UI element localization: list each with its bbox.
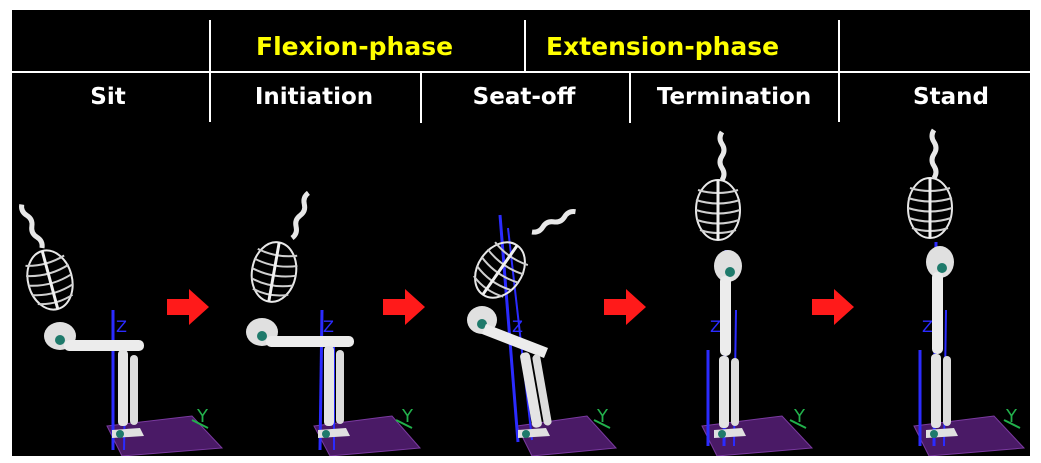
right-arrow-icon: [812, 289, 854, 325]
svg-text:Y: Y: [401, 406, 414, 427]
diagram-panel: Flexion-phase Extension-phase Sit Initia…: [12, 10, 1030, 456]
svg-text:Z: Z: [922, 317, 933, 336]
right-arrow-icon: [383, 289, 425, 325]
svg-text:Z: Z: [710, 317, 721, 336]
svg-text:Y: Y: [1005, 406, 1018, 427]
right-arrow-icon: [167, 289, 209, 325]
right-arrow-icon: [604, 289, 646, 325]
skeleton-sit-figure: Y Z: [20, 204, 222, 456]
svg-text:Y: Y: [196, 406, 209, 427]
svg-text:Z: Z: [323, 317, 334, 336]
skeleton-initiation-figure: Y Z: [246, 192, 420, 456]
svg-text:Z: Z: [116, 317, 127, 336]
skeleton-termination-figure: Y Z: [696, 132, 812, 456]
svg-text:Y: Y: [793, 406, 806, 427]
skeleton-seat-off-figure: Y Z: [465, 210, 616, 456]
skeleton-stand-figure: Y Z: [908, 130, 1024, 456]
svg-text:Z: Z: [512, 317, 523, 336]
svg-text:Y: Y: [596, 406, 609, 427]
figures-svg: Y Z Y Z: [12, 10, 1030, 456]
